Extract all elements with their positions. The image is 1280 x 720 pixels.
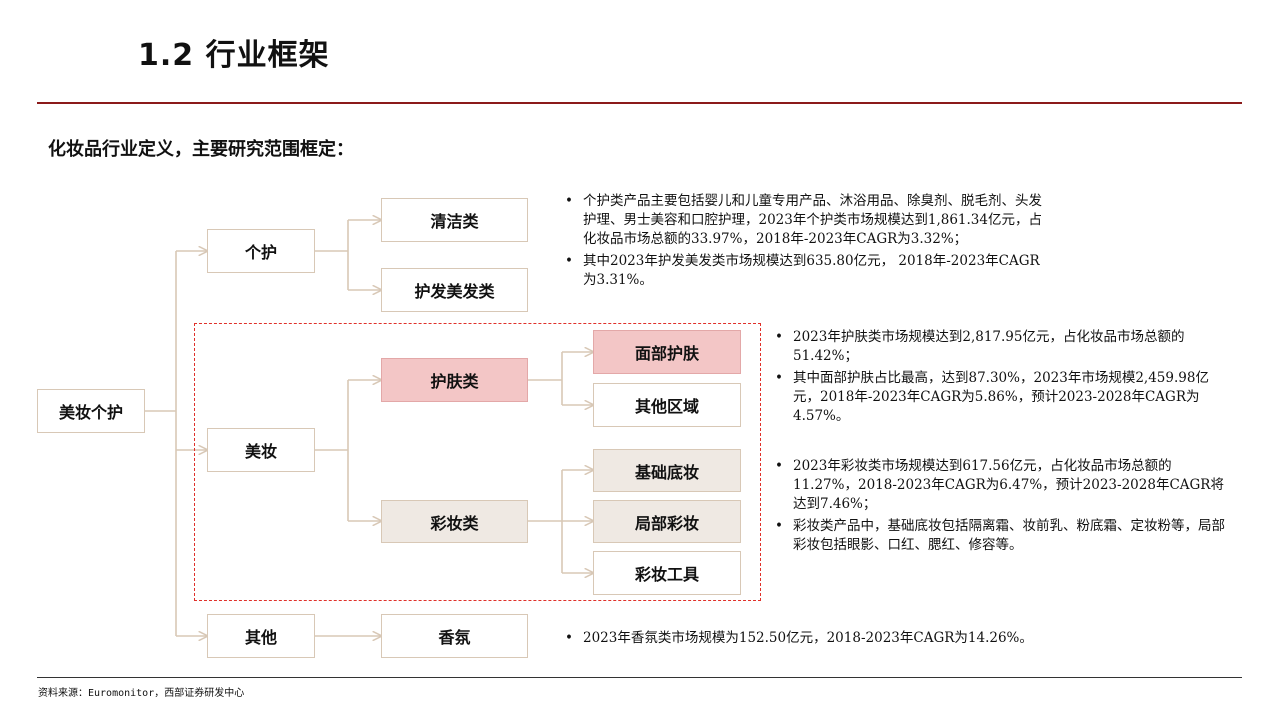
node-facial-care: 面部护肤 xyxy=(593,330,741,374)
note-item: 个护类产品主要包括婴儿和儿童专用产品、沐浴用品、除臭剂、脱毛剂、头发护理、男士美… xyxy=(563,192,1053,249)
note-item: 2023年护肤类市场规模达到2,817.95亿元，占化妆品市场总额的51.42%… xyxy=(773,328,1233,366)
title-divider xyxy=(37,102,1242,104)
node-personal-care: 个护 xyxy=(207,229,315,273)
node-makeup: 美妆 xyxy=(207,428,315,472)
node-other-area: 其他区域 xyxy=(593,383,741,427)
notes-color-cosmetics: 2023年彩妆类市场规模达到617.56亿元，占化妆品市场总额的11.27%，2… xyxy=(773,457,1233,558)
research-scope-frame xyxy=(194,323,761,601)
note-item: 2023年彩妆类市场规模达到617.56亿元，占化妆品市场总额的11.27%，2… xyxy=(773,457,1233,514)
note-item: 彩妆类产品中，基础底妆包括隔离霜、妆前乳、粉底霜、定妆粉等，局部彩妆包括眼影、口… xyxy=(773,517,1233,555)
page-title: 1.2 行业框架 xyxy=(138,38,330,73)
note-item: 2023年香氛类市场规模为152.50亿元，2018-2023年CAGR为14.… xyxy=(563,629,1083,648)
notes-personal-care: 个护类产品主要包括婴儿和儿童专用产品、沐浴用品、除臭剂、脱毛剂、头发护理、男士美… xyxy=(563,192,1053,293)
notes-fragrance: 2023年香氛类市场规模为152.50亿元，2018-2023年CAGR为14.… xyxy=(563,629,1083,651)
note-item: 其中2023年护发美发类市场规模达到635.80亿元， 2018年-2023年C… xyxy=(563,252,1053,290)
node-fragrance: 香氛 xyxy=(381,614,528,658)
source-note: 资料来源：Euromonitor，西部证券研发中心 xyxy=(38,688,245,699)
node-cleaning: 清洁类 xyxy=(381,198,528,242)
footer-divider xyxy=(37,677,1242,678)
section-subtitle: 化妆品行业定义，主要研究范围框定： xyxy=(48,139,354,160)
notes-skincare: 2023年护肤类市场规模达到2,817.95亿元，占化妆品市场总额的51.42%… xyxy=(773,328,1233,429)
node-local-makeup: 局部彩妆 xyxy=(593,500,741,543)
node-other: 其他 xyxy=(207,614,315,658)
node-base-makeup: 基础底妆 xyxy=(593,449,741,492)
node-root-beauty-personal-care: 美妆个护 xyxy=(37,389,145,433)
node-makeup-tools: 彩妆工具 xyxy=(593,551,741,595)
node-color-cosmetics: 彩妆类 xyxy=(381,500,528,543)
node-skincare: 护肤类 xyxy=(381,358,528,402)
node-hair-beauty: 护发美发类 xyxy=(381,268,528,312)
note-item: 其中面部护肤占比最高，达到87.30%，2023年市场规模2,459.98亿元，… xyxy=(773,369,1233,426)
